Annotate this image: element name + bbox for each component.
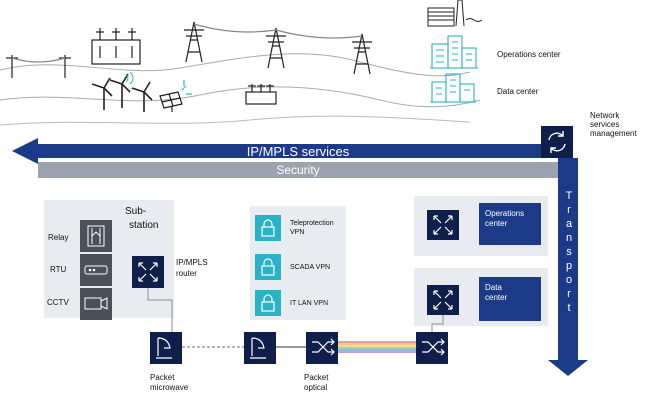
- transmission-tower-icon: [184, 21, 372, 75]
- svg-text:o: o: [566, 274, 572, 286]
- microwave-dish-icon: [250, 337, 266, 359]
- packet-optical-label: Packet optical: [304, 373, 331, 392]
- rtu-label: RTU: [50, 265, 67, 274]
- power-pole-icon: [6, 55, 71, 78]
- optical-switch-icon: [422, 338, 445, 356]
- solar-panel-icon: [159, 80, 192, 112]
- vpn-teleprotection: Teleprotection VPN: [255, 215, 336, 241]
- router-arrows-icon: [433, 290, 453, 310]
- ip-mpls-router-box: [132, 256, 164, 288]
- optical-switch-icon: [312, 338, 335, 356]
- ip-mpls-services-label: IP/MPLS services: [247, 144, 350, 159]
- lock-icon: [261, 294, 275, 312]
- data-center-router-box: [427, 285, 459, 315]
- substation-structure-icon: [91, 28, 141, 65]
- landscape: [0, 53, 481, 126]
- data-center-building-icon: [430, 73, 476, 103]
- rtu-icon: [84, 265, 108, 275]
- operations-center-building-icon: [430, 35, 478, 69]
- svg-text:r: r: [567, 288, 571, 300]
- vpn-it-lan-label: IT LAN VPN: [290, 300, 328, 307]
- router-arrows-icon: [433, 215, 453, 235]
- relay-icon: [87, 225, 105, 247]
- transport-label: T r a n s p o r t: [566, 190, 573, 314]
- operations-center-top-label: Operations center: [497, 50, 561, 59]
- svg-text:n: n: [566, 232, 572, 244]
- vpn-scada-label: SCADA VPN: [290, 264, 330, 271]
- vpn-teleprotection-box: [255, 215, 281, 241]
- relay-label: Relay: [48, 233, 68, 242]
- vpn-teleprotection-label: Teleprotection VPN: [290, 220, 336, 236]
- operations-center-site-label: Operations center: [485, 209, 526, 228]
- refresh-cycle-icon: [548, 131, 566, 153]
- power-plant-icon: [427, 0, 483, 27]
- lock-icon: [261, 219, 275, 237]
- network-management-box: [541, 126, 573, 158]
- relay-device-box: [80, 220, 112, 252]
- vpn-scada-box: [255, 254, 281, 280]
- microwave-dish-icon: [156, 337, 172, 359]
- svg-text:s: s: [566, 246, 572, 258]
- operations-center-box: [479, 203, 541, 245]
- router-microwave-link: [147, 288, 173, 332]
- data-center-top-label: Data center: [497, 87, 539, 96]
- cctv-label: CCTV: [47, 298, 69, 307]
- dwdm-wavelength-links: [338, 341, 416, 353]
- ip-mpls-router-label: IP/MPLS router: [176, 258, 210, 278]
- data-center-site-label: Data center: [485, 283, 508, 302]
- vpn-it-lan: IT LAN VPN: [255, 290, 328, 316]
- camera-icon: [84, 297, 108, 310]
- packet-microwave-label: Packet microwave: [150, 373, 189, 392]
- svg-text:T: T: [566, 190, 573, 202]
- svg-text:r: r: [567, 204, 571, 216]
- svg-text:p: p: [566, 260, 572, 272]
- svg-text:a: a: [566, 218, 573, 230]
- ip-mpls-services-banner: [12, 138, 541, 164]
- security-label: Security: [276, 163, 319, 177]
- network-services-management-label: Network services management: [590, 111, 637, 138]
- vpn-scada: SCADA VPN: [255, 254, 330, 280]
- substation-title: Sub- station: [125, 206, 158, 231]
- vpn-it-lan-box: [255, 290, 281, 316]
- datacenter-optical-link: [431, 315, 444, 332]
- data-center-box: [479, 277, 541, 321]
- router-arrows-icon: [138, 262, 158, 282]
- transport-arrow: [548, 158, 588, 376]
- security-bar: [38, 162, 558, 178]
- distribution-substation-icon: [245, 84, 277, 105]
- lock-icon: [261, 258, 275, 276]
- wind-turbine-icon: [91, 71, 153, 112]
- svg-text:t: t: [567, 302, 570, 314]
- operations-router-box: [427, 210, 459, 240]
